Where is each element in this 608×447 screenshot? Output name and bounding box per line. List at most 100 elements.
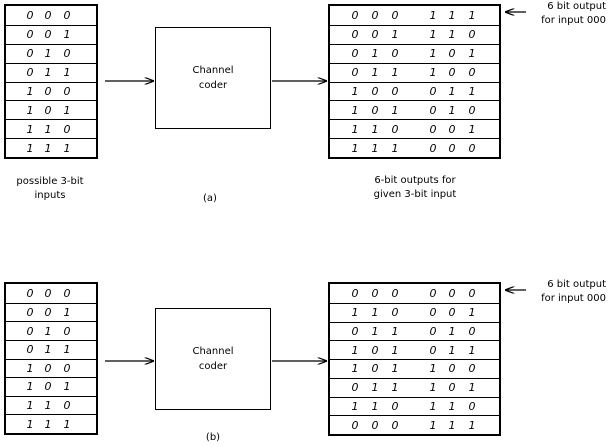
bit-cell: 1 bbox=[468, 122, 476, 136]
bit-cell: 1 bbox=[391, 324, 399, 338]
bit-cell: 0 bbox=[429, 84, 437, 98]
bit-cell: 1 bbox=[391, 66, 399, 80]
bit-cell: 0 bbox=[63, 286, 71, 300]
bit-cell: 0 bbox=[391, 8, 399, 22]
bit-cell: 0 bbox=[26, 28, 34, 42]
bit-cell: 1 bbox=[26, 417, 34, 431]
bit-cell: 1 bbox=[391, 103, 399, 117]
input-caption-a: possible 3-bit inputs bbox=[0, 175, 100, 203]
bit-cell: 0 bbox=[448, 66, 456, 80]
bit-cell: 0 bbox=[429, 103, 437, 117]
output-caption-a: 6-bit outputs for given 3-bit input bbox=[340, 174, 490, 202]
output-caption-line2: given 3-bit input bbox=[373, 189, 457, 200]
bit-cell: 0 bbox=[429, 343, 437, 357]
bit-cell: 0 bbox=[44, 84, 52, 98]
panel-label-b: (b) bbox=[205, 432, 221, 443]
bit-cell: 0 bbox=[371, 418, 379, 432]
note-a: 6 bit output for input 000 bbox=[526, 0, 608, 28]
bit-cell: 1 bbox=[351, 103, 359, 117]
bit-cell: 1 bbox=[26, 141, 34, 155]
bit-cell: 1 bbox=[448, 324, 456, 338]
bit-cell: 0 bbox=[448, 306, 456, 320]
bit-cell: 0 bbox=[63, 361, 71, 375]
bit-cell: 0 bbox=[429, 306, 437, 320]
bit-cell: 0 bbox=[44, 103, 52, 117]
note-line1: 6 bit output bbox=[547, 1, 606, 12]
bit-cell: 1 bbox=[351, 141, 359, 155]
bit-cell: 1 bbox=[351, 362, 359, 376]
bit-cell: 0 bbox=[371, 362, 379, 376]
bit-cell: 0 bbox=[351, 66, 359, 80]
bit-cell: 0 bbox=[391, 122, 399, 136]
bit-cell: 0 bbox=[26, 47, 34, 61]
bit-cell: 1 bbox=[44, 324, 52, 338]
channel-coder-label-line1: Channel bbox=[192, 65, 234, 76]
bit-cell: 1 bbox=[26, 380, 34, 394]
bit-cell: 1 bbox=[429, 418, 437, 432]
bit-cell: 1 bbox=[351, 122, 359, 136]
bit-cell: 1 bbox=[351, 306, 359, 320]
bit-cell: 0 bbox=[468, 399, 476, 413]
bit-cell: 0 bbox=[63, 8, 71, 22]
bit-cell: 1 bbox=[371, 66, 379, 80]
bit-cell: 1 bbox=[391, 343, 399, 357]
bit-cell: 1 bbox=[63, 66, 71, 80]
bit-cell: 1 bbox=[63, 417, 71, 431]
bit-cell: 0 bbox=[448, 381, 456, 395]
bit-cell: 1 bbox=[26, 361, 34, 375]
panel-label-a: (a) bbox=[203, 193, 217, 204]
bit-cell: 0 bbox=[429, 324, 437, 338]
bit-cell: 1 bbox=[468, 84, 476, 98]
bit-cell: 1 bbox=[429, 8, 437, 22]
bit-cell: 0 bbox=[351, 286, 359, 300]
bit-cell: 1 bbox=[44, 417, 52, 431]
bit-cell: 1 bbox=[44, 141, 52, 155]
bit-cell: 1 bbox=[371, 399, 379, 413]
bit-cell: 1 bbox=[26, 103, 34, 117]
bit-cell: 1 bbox=[468, 381, 476, 395]
channel-coder-label-line2: coder bbox=[198, 361, 228, 372]
bit-cell: 0 bbox=[448, 141, 456, 155]
bit-cell: 1 bbox=[63, 103, 71, 117]
bit-cell: 0 bbox=[26, 324, 34, 338]
bit-cell: 1 bbox=[448, 103, 456, 117]
channel-coder-label-line2: coder bbox=[198, 80, 228, 91]
note-line2: for input 000 bbox=[541, 15, 606, 26]
bit-cell: 0 bbox=[391, 84, 399, 98]
bit-cell: 0 bbox=[63, 84, 71, 98]
bit-cell: 0 bbox=[44, 28, 52, 42]
bit-cell: 0 bbox=[371, 103, 379, 117]
bit-cell: 1 bbox=[371, 324, 379, 338]
bit-cell: 1 bbox=[429, 28, 437, 42]
bit-cell: 1 bbox=[468, 418, 476, 432]
bit-cell: 0 bbox=[391, 47, 399, 61]
bit-cell: 1 bbox=[391, 28, 399, 42]
bit-cell: 1 bbox=[63, 380, 71, 394]
bit-cell: 1 bbox=[429, 362, 437, 376]
bit-cell: 1 bbox=[44, 47, 52, 61]
bit-cell: 0 bbox=[371, 8, 379, 22]
output-caption-line1: 6-bit outputs for bbox=[374, 175, 456, 186]
bit-cell: 1 bbox=[429, 381, 437, 395]
note-b: 6 bit output for input 000 bbox=[526, 278, 608, 306]
